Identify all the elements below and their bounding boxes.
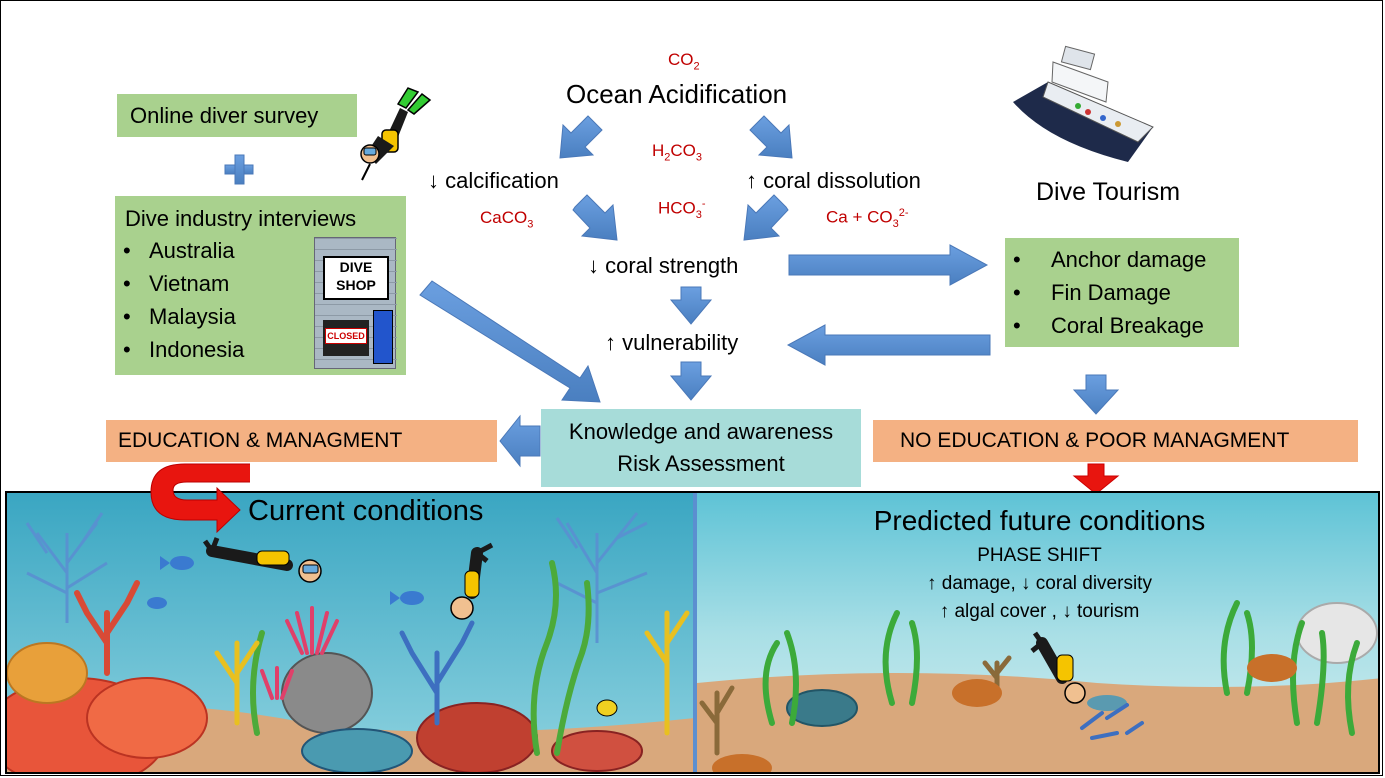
knowledge-line2: Risk Assessment bbox=[617, 451, 785, 476]
diver-figure bbox=[450, 542, 494, 620]
current-reef-scene bbox=[7, 493, 695, 772]
damage-list: Anchor damage Fin Damage Coral Breakage bbox=[1005, 238, 1239, 342]
flow-arrows bbox=[224, 115, 1120, 495]
future-text-block: Predicted future conditions PHASE SHIFT … bbox=[697, 505, 1378, 623]
coral-strength-label: ↓ coral strength bbox=[588, 253, 739, 278]
future-line2: ↑ algal cover , ↓ tourism bbox=[939, 601, 1140, 622]
red-curved-arrow bbox=[150, 463, 250, 534]
online-survey-label: Online diver survey bbox=[130, 103, 319, 128]
arrow-oa-to-calcification bbox=[559, 115, 603, 159]
hco3-formula: HCO3- bbox=[658, 198, 706, 222]
knowledge-line1: Knowledge and awareness bbox=[568, 419, 834, 444]
arrow-no-education-to-future bbox=[1072, 463, 1120, 495]
dive-tourism-label: Dive Tourism bbox=[1036, 178, 1181, 206]
damage-box: Anchor damage Fin Damage Coral Breakage bbox=[1005, 238, 1239, 347]
dive-boat-icon bbox=[1013, 45, 1154, 162]
arrow-interviews-to-knowledge bbox=[419, 280, 601, 403]
knowledge-box: Knowledge and awareness Risk Assessment bbox=[541, 409, 861, 487]
arrow-calcification-to-strength bbox=[572, 194, 618, 241]
future-reef-scene bbox=[697, 493, 1378, 772]
online-survey-box: Online diver survey bbox=[117, 94, 357, 137]
ca-co3-formula: Ca + CO32- bbox=[826, 207, 909, 231]
arrow-dissolution-to-strength bbox=[743, 194, 789, 241]
list-item: Australia bbox=[115, 234, 406, 267]
diver-figure bbox=[202, 537, 322, 583]
list-item: Malaysia bbox=[115, 300, 406, 333]
list-item: Anchor damage bbox=[1005, 243, 1239, 276]
arrow-knowledge-to-education bbox=[499, 414, 541, 468]
arrow-damage-to-no-education bbox=[1072, 374, 1120, 415]
diver-figure bbox=[1030, 631, 1086, 704]
country-list: Australia Vietnam Malaysia Indonesia bbox=[115, 234, 406, 366]
arrow-strength-to-vulnerability bbox=[669, 286, 713, 325]
education-box: EDUCATION & MANAGMENT bbox=[106, 420, 497, 462]
calcification-label: ↓ calcification bbox=[428, 168, 559, 193]
plus-icon bbox=[224, 154, 254, 185]
list-item: Coral Breakage bbox=[1005, 309, 1239, 342]
list-item: Indonesia bbox=[115, 333, 406, 366]
scuba-diver-icon bbox=[360, 87, 432, 181]
future-line1: ↑ damage, ↓ coral diversity bbox=[927, 573, 1152, 594]
arrow-strength-to-damage bbox=[788, 244, 989, 286]
list-item: Vietnam bbox=[115, 267, 406, 300]
current-conditions-title: Current conditions bbox=[248, 495, 484, 527]
scene-panels: Current conditions Predicted future cond… bbox=[5, 491, 1380, 774]
coral-dissolution-label: ↑ coral dissolution bbox=[746, 168, 921, 193]
caco3-formula: CaCO3 bbox=[480, 208, 534, 231]
dive-shop-sign: DIVE SHOP bbox=[323, 256, 389, 300]
co2-formula: CO2 bbox=[668, 50, 700, 73]
ocean-acidification-label: Ocean Acidification bbox=[566, 79, 788, 109]
arrow-oa-to-dissolution bbox=[749, 115, 793, 159]
education-label: EDUCATION & MANAGMENT bbox=[118, 429, 403, 452]
interviews-title: Dive industry interviews bbox=[125, 206, 357, 231]
no-education-label: NO EDUCATION & POOR MANAGMENT bbox=[900, 429, 1290, 452]
no-education-box: NO EDUCATION & POOR MANAGMENT bbox=[873, 420, 1358, 462]
future-title: Predicted future conditions bbox=[873, 505, 1206, 536]
closed-sign: CLOSED bbox=[325, 328, 367, 344]
panel-divider bbox=[693, 493, 697, 772]
arrow-vulnerability-to-knowledge bbox=[669, 361, 713, 401]
dive-shop-illustration: DIVE SHOP CLOSED bbox=[314, 237, 397, 370]
arrow-damage-to-vulnerability bbox=[786, 324, 991, 366]
vulnerability-label: ↑ vulnerability bbox=[605, 330, 739, 355]
phase-shift-label: PHASE SHIFT bbox=[977, 545, 1102, 566]
h2co3-formula: H2CO3 bbox=[652, 141, 703, 164]
list-item: Fin Damage bbox=[1005, 276, 1239, 309]
